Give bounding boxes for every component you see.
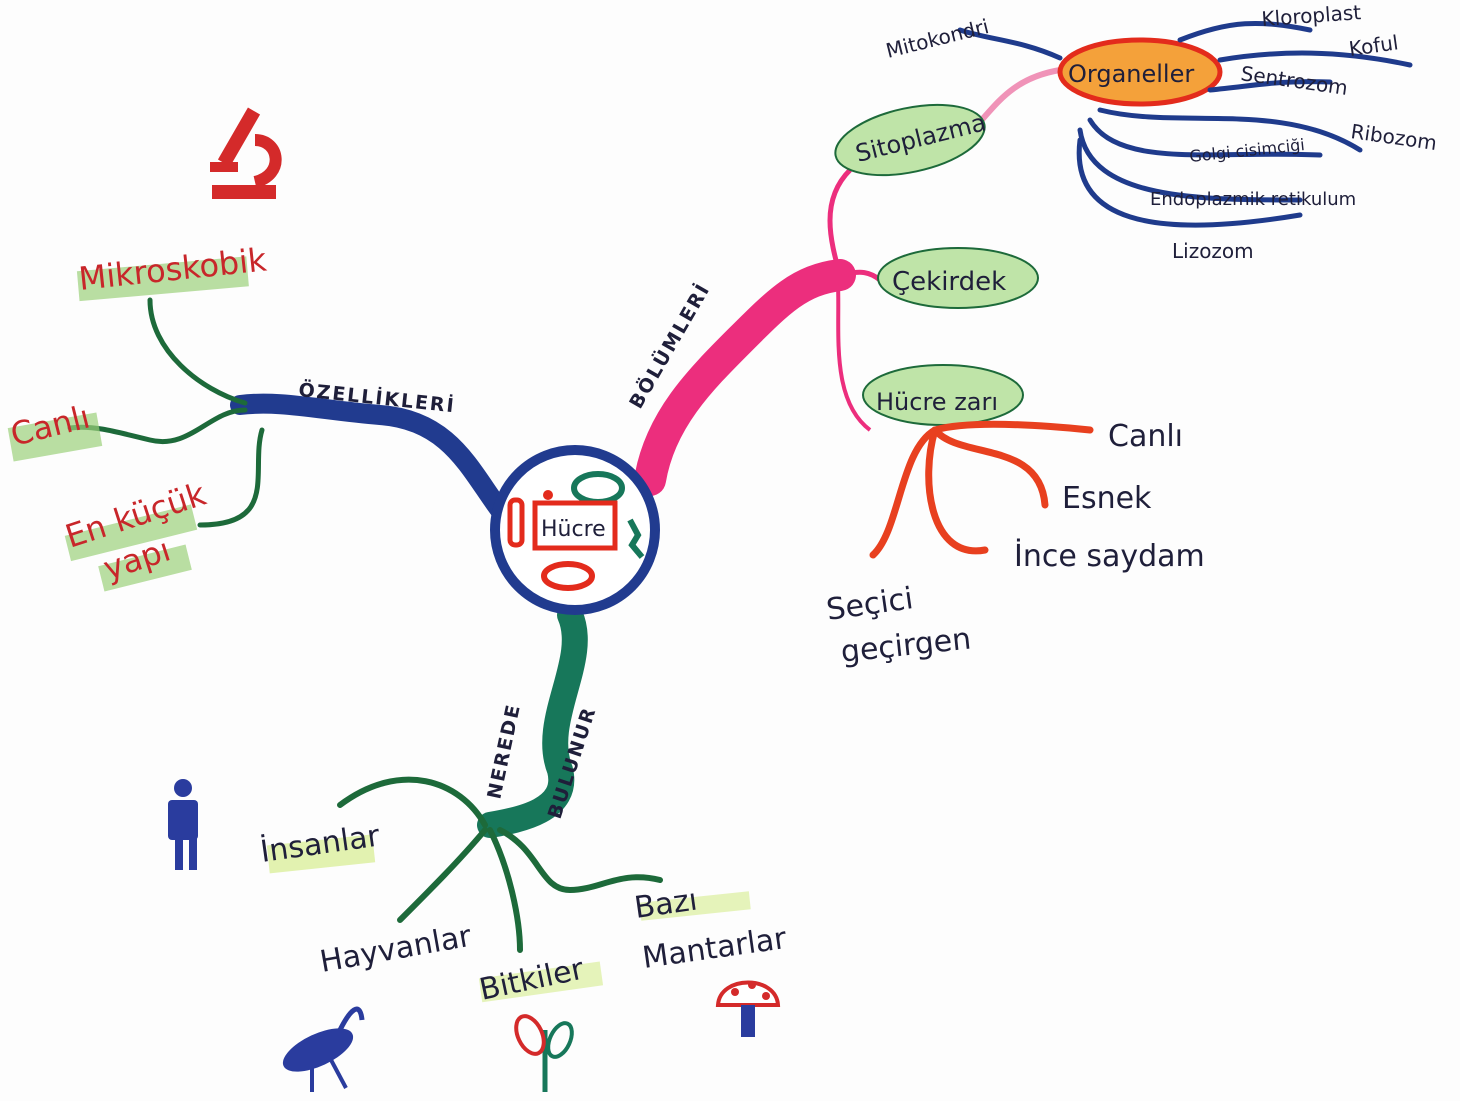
organelle-lysosome: Lizozom — [1172, 239, 1254, 263]
where-animals: Hayvanlar — [317, 919, 474, 980]
center-label: Hücre — [541, 517, 606, 542]
membrane-property-living: Canlı — [1108, 419, 1183, 454]
organelle-vacuole: Koful — [1347, 30, 1399, 61]
properties-branch: ÖZELLİKLERİ Mikroskobik Canlı En küçük y… — [7, 240, 510, 592]
parts-branch: BÖLÜMLERİ Sitoplazma Organeller Mitokond… — [624, 0, 1439, 670]
nucleus-label: Çekirdek — [892, 267, 1006, 297]
membrane-property-selective: Seçici — [824, 581, 915, 628]
membrane-property-permeable: geçirgen — [839, 621, 973, 669]
center-node: Hücre — [490, 445, 660, 615]
where-plants: Bitkiler — [476, 952, 587, 1008]
organelle-golgi: Golgi cisimciği — [1188, 135, 1305, 166]
microscope-icon — [210, 107, 282, 199]
organelle-mitochondria: Mitokondri — [883, 14, 991, 63]
organelle-ribosome: Ribozom — [1349, 119, 1438, 155]
bird-icon — [282, 1006, 365, 1092]
membrane-property-thin: İnce saydam — [1014, 538, 1205, 574]
mushroom-icon — [715, 980, 781, 1037]
where-branch-label-1: NEREDE — [483, 701, 525, 801]
person-icon — [168, 779, 198, 870]
where-some: Bazı — [632, 882, 699, 925]
organelle-er: Endoplazmik retikulum — [1150, 189, 1356, 210]
membrane-property-flexible: Esnek — [1062, 481, 1152, 516]
where-branch: NEREDE BULUNUR İnsanlar Hayvanlar Bitkil… — [258, 602, 789, 1008]
organelles-label: Organeller — [1068, 60, 1194, 88]
organelle-centrosome: Sentrozom — [1239, 61, 1349, 100]
plant-icon — [514, 1014, 574, 1092]
membrane-label: Hücre zarı — [876, 388, 998, 416]
where-fungi: Mantarlar — [640, 921, 789, 976]
organelle-chloroplast: Kloroplast — [1261, 0, 1362, 31]
